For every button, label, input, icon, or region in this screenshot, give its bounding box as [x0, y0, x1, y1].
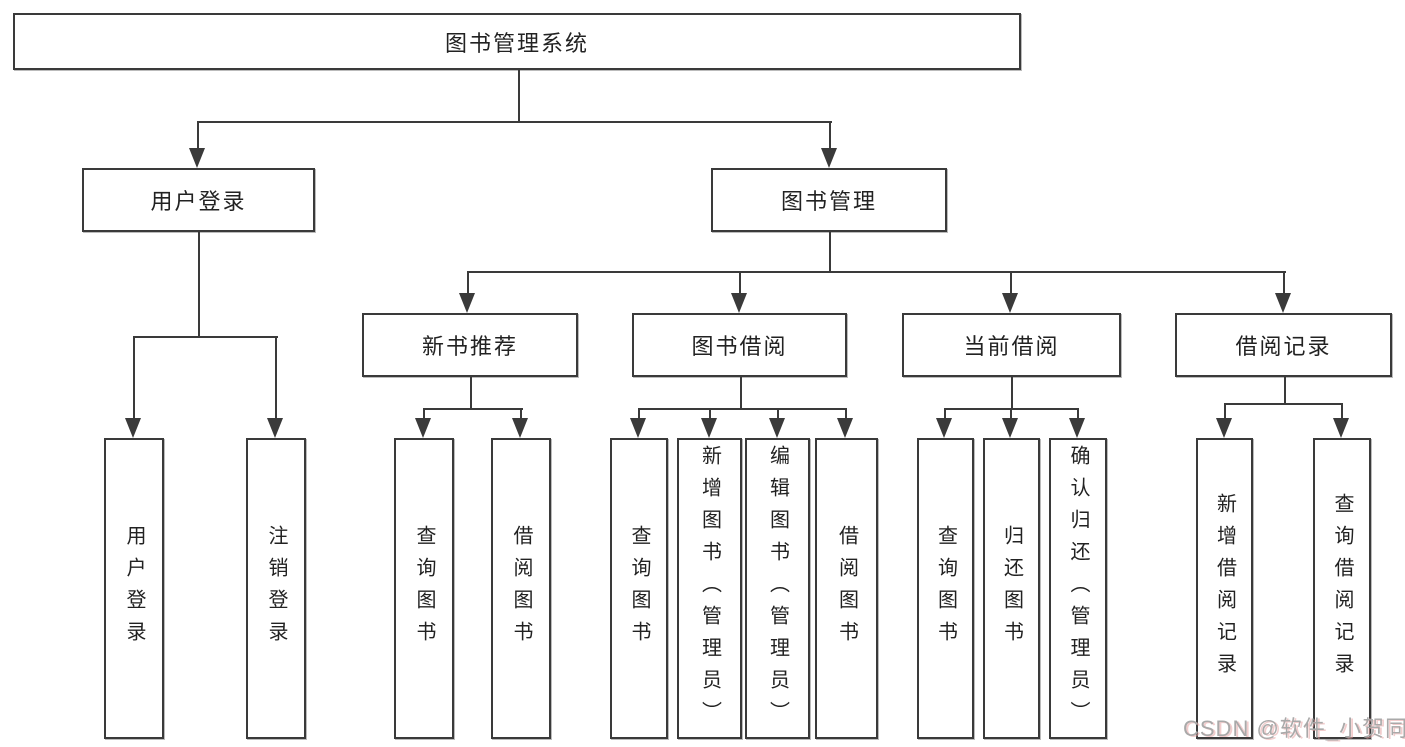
- connector-line: [845, 408, 847, 424]
- connector-line: [1341, 403, 1343, 424]
- connector-arrow: [125, 418, 141, 438]
- connector-line: [518, 70, 520, 123]
- connector-arrow: [1069, 418, 1085, 438]
- node-leaf-cb-return: 归还图书: [983, 438, 1040, 739]
- node-leaf-bb-edit: 编辑图书（管理员）: [745, 438, 810, 739]
- connector-line: [709, 408, 711, 424]
- node-book-mgmt: 图书管理: [711, 168, 947, 232]
- node-label-leaf-nbr-query: 查询图书: [413, 524, 435, 653]
- node-leaf-nbr-query: 查询图书: [394, 438, 454, 739]
- connector-line: [133, 336, 278, 338]
- connector-arrow: [769, 418, 785, 438]
- node-label-leaf-br-add: 新增借阅记录: [1213, 492, 1236, 685]
- connector-arrow: [821, 148, 837, 168]
- node-label-leaf-br-query: 查询借阅记录: [1331, 492, 1353, 685]
- connector-arrow: [1216, 418, 1232, 438]
- connector-arrow: [512, 418, 528, 438]
- connector-arrow: [630, 418, 646, 438]
- connector-line: [197, 121, 832, 123]
- connector-arrow: [731, 293, 747, 313]
- connector-arrow: [1002, 293, 1018, 313]
- node-label-root: 图书管理系统: [444, 30, 589, 56]
- node-new-book-rec: 新书推荐: [362, 313, 578, 377]
- node-label-leaf-bb-query: 查询图书: [628, 524, 650, 653]
- node-label-book-borrow: 图书借阅: [691, 334, 788, 359]
- connector-line: [197, 121, 199, 154]
- node-label-current-borrow: 当前借阅: [963, 334, 1060, 359]
- connector-line: [470, 377, 472, 409]
- connector-line: [739, 271, 741, 299]
- node-label-leaf-cb-return: 归还图书: [1000, 524, 1023, 653]
- node-leaf-user-login: 用户登录: [104, 438, 164, 739]
- connector-line: [1283, 271, 1285, 299]
- connector-line: [1284, 377, 1286, 404]
- connector-arrow: [459, 293, 475, 313]
- connector-line: [198, 232, 200, 337]
- connector-line: [638, 408, 640, 424]
- node-leaf-bb-add: 新增图书（管理员）: [677, 438, 742, 739]
- node-leaf-cb-query: 查询图书: [917, 438, 974, 739]
- connector-line: [133, 336, 135, 424]
- node-leaf-br-query: 查询借阅记录: [1313, 438, 1371, 739]
- node-label-leaf-cb-query: 查询图书: [934, 524, 957, 653]
- connector-line: [1077, 408, 1079, 424]
- node-leaf-bb-query: 查询图书: [610, 438, 668, 739]
- connector-line: [520, 408, 522, 424]
- node-label-user-login: 用户登录: [150, 189, 247, 214]
- connector-line: [467, 271, 469, 299]
- connector-arrow: [267, 418, 283, 438]
- node-label-book-mgmt: 图书管理: [780, 189, 877, 214]
- connector-line: [1010, 271, 1012, 299]
- connector-arrow: [1275, 293, 1291, 313]
- node-label-leaf-bb-borrow: 借阅图书: [835, 524, 858, 653]
- connector-arrow: [189, 148, 205, 168]
- node-borrow-records: 借阅记录: [1175, 313, 1392, 377]
- connector-line: [1224, 403, 1343, 405]
- node-leaf-cb-confirm: 确认归还（管理员）: [1049, 438, 1107, 739]
- connector-arrow: [1002, 418, 1018, 438]
- node-leaf-bb-borrow: 借阅图书: [815, 438, 878, 739]
- connector-arrow: [936, 418, 952, 438]
- connector-line: [638, 408, 847, 410]
- connector-line: [1011, 377, 1013, 409]
- connector-arrow: [1333, 418, 1349, 438]
- node-book-borrow: 图书借阅: [632, 313, 847, 377]
- node-label-leaf-bb-edit: 编辑图书（管理员）: [766, 444, 789, 733]
- node-leaf-nbr-borrow: 借阅图书: [491, 438, 551, 739]
- connector-line: [1010, 408, 1012, 424]
- node-label-leaf-cb-confirm: 确认归还（管理员）: [1067, 444, 1089, 733]
- node-label-leaf-logout: 注销登录: [265, 524, 287, 653]
- connector-arrow: [701, 418, 717, 438]
- node-leaf-br-add: 新增借阅记录: [1196, 438, 1253, 739]
- node-label-leaf-nbr-borrow: 借阅图书: [510, 524, 532, 653]
- node-label-borrow-records: 借阅记录: [1235, 334, 1332, 359]
- node-label-new-book-rec: 新书推荐: [421, 334, 518, 359]
- connector-line: [423, 408, 425, 424]
- node-current-borrow: 当前借阅: [902, 313, 1121, 377]
- node-label-leaf-user-login: 用户登录: [123, 524, 145, 653]
- connector-line: [467, 271, 1286, 273]
- node-user-login: 用户登录: [82, 168, 315, 232]
- connector-line: [829, 232, 831, 273]
- connector-arrow: [837, 418, 853, 438]
- connector-line: [1224, 403, 1226, 424]
- node-label-leaf-bb-add: 新增图书（管理员）: [698, 444, 721, 733]
- connector-line: [829, 121, 831, 154]
- connector-line: [423, 408, 523, 410]
- csdn-watermark: CSDN @软件_小贺同学: [1183, 716, 1405, 741]
- connector-line: [944, 408, 946, 424]
- connector-arrow: [415, 418, 431, 438]
- node-leaf-logout: 注销登录: [246, 438, 306, 739]
- connector-line: [275, 336, 277, 424]
- connector-line: [777, 408, 779, 424]
- node-root: 图书管理系统: [13, 13, 1021, 70]
- connector-line: [740, 377, 742, 409]
